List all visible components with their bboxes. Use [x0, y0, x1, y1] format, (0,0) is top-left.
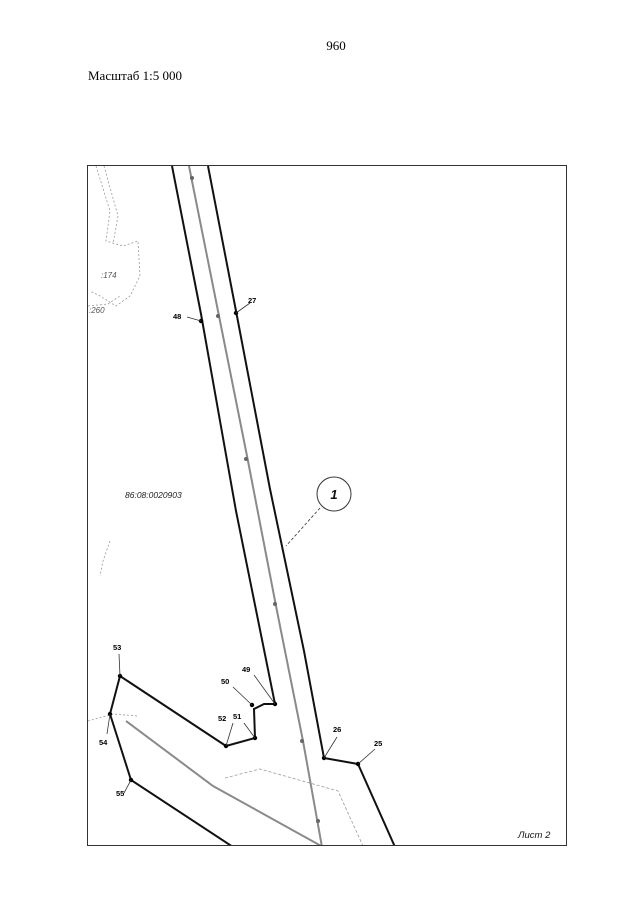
- page-number: 960: [326, 38, 346, 53]
- point-label-52: 52: [218, 714, 226, 723]
- background-parcels: [88, 166, 363, 845]
- point-label-54: 54: [99, 738, 108, 747]
- point-leaders: [106, 302, 376, 794]
- point-label-51: 51: [233, 712, 241, 721]
- allotment-boundary: [108, 166, 396, 845]
- point-label-55: 55: [116, 789, 124, 798]
- point-label-26: 26: [333, 725, 341, 734]
- cadastral-number: 86:08:0020903: [125, 490, 182, 500]
- parcel-label-260: :260: [89, 306, 105, 315]
- point-label-50: 50: [221, 677, 229, 686]
- map-frame: 27 48 53 49 50 52 51 54 26 25 55 :174 :2…: [87, 165, 567, 846]
- point-label-53: 53: [113, 643, 121, 652]
- road-markers: [190, 176, 320, 823]
- parcel-label-174: :174: [101, 271, 117, 280]
- scale-label: Масштаб 1:5 000: [88, 68, 182, 83]
- road-centerline: [125, 166, 323, 845]
- cadastral-map: 27 48 53 49 50 52 51 54 26 25 55 :174 :2…: [88, 166, 551, 845]
- area-marker: 1: [285, 476, 352, 547]
- sheet-label: Лист 2: [517, 830, 551, 841]
- area-marker-label: 1: [330, 487, 337, 502]
- point-label-48: 48: [173, 312, 181, 321]
- point-label-49: 49: [242, 665, 250, 674]
- point-label-25: 25: [374, 739, 382, 748]
- point-label-27: 27: [248, 296, 256, 305]
